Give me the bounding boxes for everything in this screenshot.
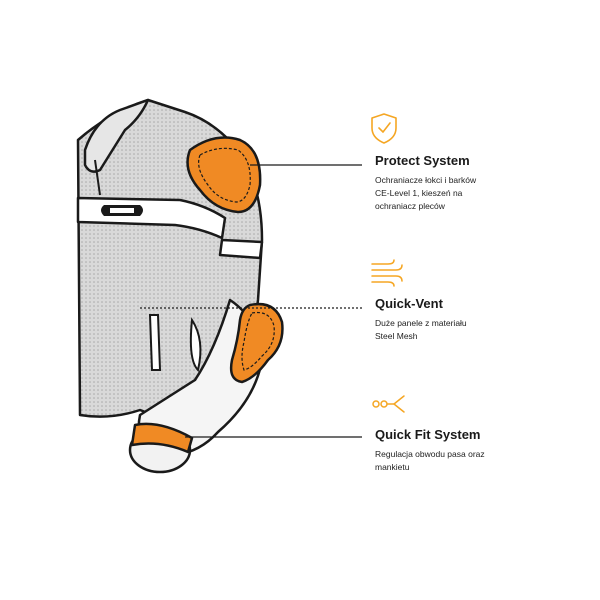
vent-opening: [189, 317, 202, 372]
cuff-strap: [130, 422, 194, 454]
feature-description: Duże panele z materiału Steel Mesh: [375, 318, 467, 341]
zipper-line: [94, 159, 101, 196]
elbow-pad: [229, 302, 284, 384]
side-pocket: [148, 314, 162, 371]
shoulder-pad: [186, 136, 262, 214]
jacket-collar: [83, 98, 150, 173]
feature-quick-vent: Quick-Vent Duże panele z materiału Steel…: [375, 296, 595, 343]
shoulder-pad-stitching: [198, 147, 251, 203]
feature-quick-fit-system: Quick Fit System Regulacja obwodu pasa o…: [375, 427, 595, 474]
feature-description: Ochraniacze łokci i barków CE-Level 1, k…: [375, 175, 477, 211]
feature-protect-system: Protect System Ochraniacze łokci i barkó…: [375, 153, 595, 213]
feature-title: Quick Fit System: [375, 427, 481, 442]
shield-check-icon: [371, 113, 397, 144]
feature-description: Regulacja obwodu pasa oraz mankietu: [375, 449, 485, 472]
elbow-pad-stitching: [241, 311, 275, 371]
feature-title: Quick-Vent: [375, 296, 443, 311]
chest-logo-inner: [110, 208, 134, 213]
wind-vent-icon: [371, 259, 403, 287]
sleeve-stripe: [218, 238, 264, 260]
strap-adjust-icon: [372, 395, 405, 413]
feature-title: Protect System: [375, 153, 470, 168]
